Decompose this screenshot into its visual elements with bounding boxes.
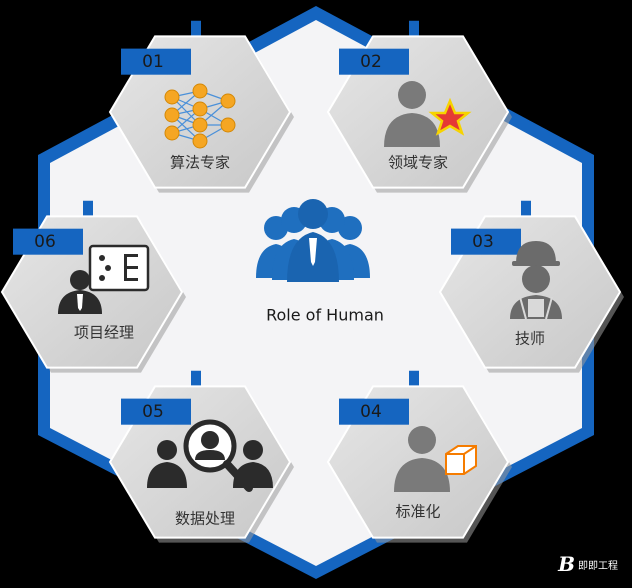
role-label: 标准化 <box>395 502 441 521</box>
role-number: 02 <box>360 51 382 72</box>
role-number-box <box>339 398 409 425</box>
people-group-icon <box>256 199 370 282</box>
role-number-box <box>451 228 521 255</box>
center-label: Role of Human <box>266 305 384 325</box>
role-number-box <box>339 48 409 75</box>
standardization-icon <box>394 426 477 492</box>
role-label: 领域专家 <box>387 153 449 172</box>
role-number-box <box>13 228 83 255</box>
watermark-logo: B <box>558 552 575 576</box>
role-label: 算法专家 <box>169 153 231 172</box>
project-manager-icon <box>58 244 150 314</box>
role-number-box <box>121 398 191 425</box>
role-number: 01 <box>142 51 164 72</box>
neural-network-icon <box>164 83 236 149</box>
role-number: 04 <box>360 401 382 422</box>
watermark: B 即即工程 <box>558 552 618 576</box>
role-label: 数据处理 <box>174 509 236 528</box>
role-number: 06 <box>34 231 56 252</box>
data-search-icon <box>147 419 273 492</box>
watermark-text: 即即工程 <box>578 560 618 572</box>
expert-star-icon <box>384 81 472 147</box>
technician-icon <box>510 241 562 320</box>
role-number-box <box>121 48 191 75</box>
role-number: 05 <box>142 401 164 422</box>
role-number: 03 <box>472 231 494 252</box>
role-label: 项目经理 <box>73 323 135 342</box>
role-label: 技师 <box>514 329 546 348</box>
